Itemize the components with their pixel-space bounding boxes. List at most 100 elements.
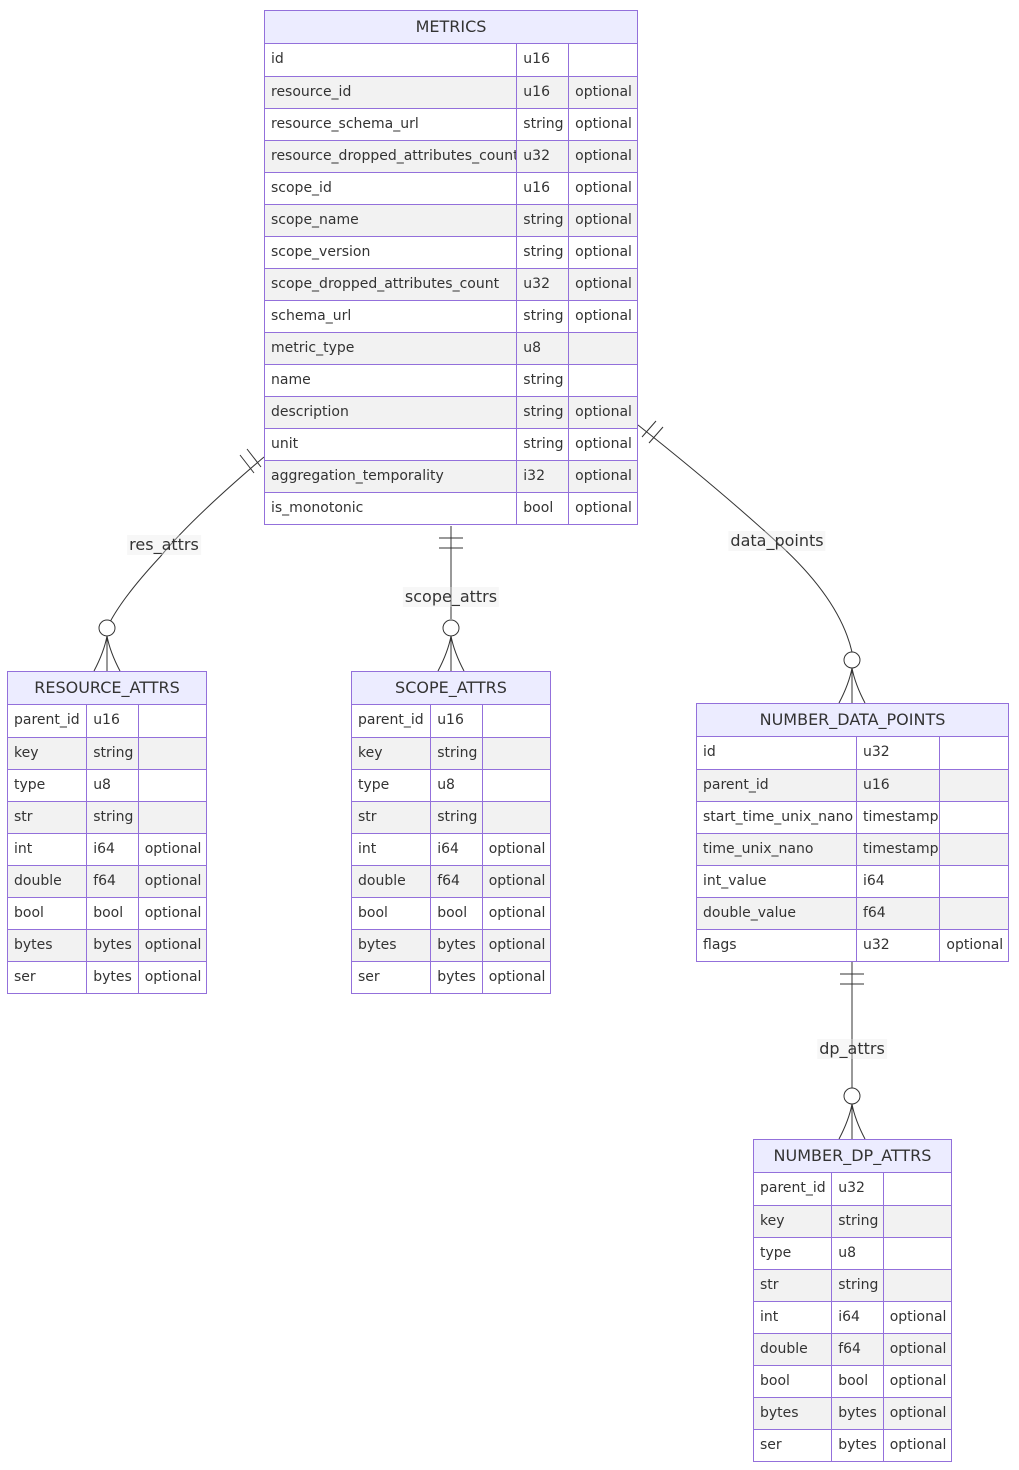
attr-type: u32	[855, 737, 939, 769]
one-mark	[239, 448, 262, 474]
attr-modifier: optional	[882, 1334, 951, 1365]
attr-type: i64	[855, 866, 939, 897]
attr-type: string	[516, 301, 568, 332]
attr-name: is_monotonic	[271, 500, 364, 516]
zero-circle	[843, 1087, 861, 1105]
attr-name: parent_id	[358, 712, 424, 728]
entity-title: METRICS	[265, 11, 637, 44]
attr-name: scope_dropped_attributes_count	[271, 276, 500, 292]
attr-modifier	[882, 1270, 951, 1301]
attr-name: double	[760, 1341, 808, 1357]
attr-name: bool	[358, 905, 388, 921]
attr-type: u16	[516, 77, 568, 108]
attr-type: u32	[855, 930, 939, 961]
attr-type: string	[516, 205, 568, 236]
attr-modifier	[568, 365, 637, 396]
attr-type: u32	[516, 141, 568, 172]
attr-modifier	[137, 770, 206, 801]
attr-modifier	[481, 705, 550, 737]
attr-modifier	[939, 898, 1008, 929]
attr-type: u16	[516, 44, 568, 76]
attr-type: f64	[86, 866, 138, 897]
attr-name: type	[760, 1245, 792, 1261]
attr-type: i32	[516, 461, 568, 492]
attr-modifier: optional	[481, 962, 550, 993]
attr-name: int_value	[703, 873, 767, 889]
attr-modifier	[137, 802, 206, 833]
attr-name: key	[14, 745, 39, 761]
attr-type: timestamp	[855, 802, 939, 833]
entity-title: NUMBER_DATA_POINTS	[697, 704, 1008, 737]
attribute-row: str string	[754, 1269, 951, 1301]
attr-type: u16	[86, 705, 138, 737]
attr-name: flags	[703, 937, 737, 953]
attribute-row: int_value i64	[697, 865, 1008, 897]
attr-name: unit	[271, 436, 299, 452]
attr-modifier	[882, 1206, 951, 1237]
attr-modifier: optional	[568, 269, 637, 300]
attr-modifier	[568, 44, 637, 76]
attr-type: string	[516, 237, 568, 268]
attr-type: string	[831, 1270, 883, 1301]
attr-modifier: optional	[568, 109, 637, 140]
attr-modifier: optional	[137, 898, 206, 929]
edge-label-data-points: data_points	[728, 531, 826, 551]
attr-type: string	[516, 429, 568, 460]
attr-type: string	[86, 802, 138, 833]
entity-title: SCOPE_ATTRS	[352, 672, 550, 705]
attr-type: bool	[430, 898, 482, 929]
attr-name: type	[358, 777, 390, 793]
attr-name: double_value	[703, 905, 796, 921]
attr-name: bytes	[14, 937, 53, 953]
attr-name: resource_id	[271, 84, 352, 100]
attr-modifier: optional	[137, 930, 206, 961]
attr-modifier	[568, 333, 637, 364]
attr-type: i64	[831, 1302, 883, 1333]
attr-name: parent_id	[703, 777, 769, 793]
attr-modifier: optional	[137, 866, 206, 897]
attr-modifier: optional	[568, 141, 637, 172]
attr-name: ser	[760, 1437, 782, 1453]
attr-modifier: optional	[568, 397, 637, 428]
attr-type: f64	[855, 898, 939, 929]
attr-modifier: optional	[939, 930, 1008, 961]
crowfoot	[838, 1103, 866, 1140]
one-mark	[439, 537, 463, 549]
attr-name: type	[14, 777, 46, 793]
attr-type: u8	[516, 333, 568, 364]
attr-modifier: optional	[481, 898, 550, 929]
attr-name: scope_name	[271, 212, 359, 228]
attr-type: u32	[831, 1173, 883, 1205]
attr-modifier: optional	[568, 429, 637, 460]
attr-name: start_time_unix_nano	[703, 809, 854, 825]
attr-name: str	[760, 1277, 779, 1293]
attr-modifier: optional	[568, 173, 637, 204]
zero-circle	[98, 619, 116, 637]
attr-name: time_unix_nano	[703, 841, 814, 857]
crowfoot	[93, 635, 121, 672]
one-mark	[840, 973, 864, 985]
attr-modifier	[939, 866, 1008, 897]
attr-name: scope_id	[271, 180, 332, 196]
